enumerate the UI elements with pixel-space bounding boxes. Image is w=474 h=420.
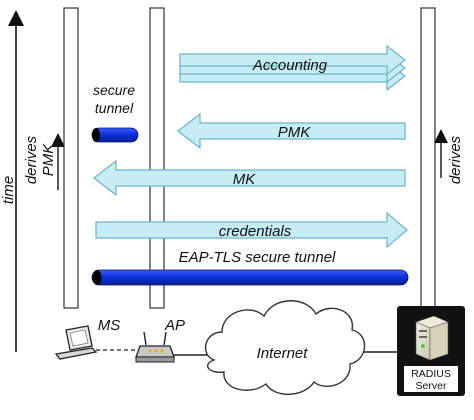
secure-tunnel-label-line2: tunnel bbox=[95, 100, 134, 116]
secure-tunnel-label-line1: secure bbox=[93, 82, 135, 98]
short-secure-tunnel bbox=[91, 127, 139, 143]
mk-arrow-label: MK bbox=[233, 171, 256, 188]
ms-pmk-label: PMK bbox=[40, 143, 57, 177]
ap-node-label: AP bbox=[164, 317, 185, 334]
internet-cloud bbox=[204, 300, 366, 395]
ms-node-label: MS bbox=[98, 317, 121, 334]
access-point-icon bbox=[135, 331, 175, 363]
server-lifeline bbox=[420, 7, 436, 309]
server-derives-label: derives bbox=[447, 135, 464, 184]
time-label: time bbox=[0, 176, 17, 204]
pmk-arrow bbox=[177, 112, 406, 150]
credentials-arrow bbox=[95, 211, 408, 249]
credentials-arrow-label: credentials bbox=[219, 223, 292, 240]
accounting-arrow bbox=[179, 44, 406, 92]
radius-server-label-line1: RADIUS bbox=[411, 368, 451, 380]
ms-lifeline bbox=[63, 7, 79, 309]
radius-server-box bbox=[397, 306, 465, 396]
ms-derives-label: derives bbox=[23, 135, 40, 184]
accounting-label: Accounting bbox=[252, 57, 328, 74]
eap-tls-secure-tunnel bbox=[91, 269, 409, 286]
laptop-icon bbox=[54, 325, 98, 360]
mk-arrow bbox=[93, 159, 406, 197]
server-icon bbox=[415, 315, 449, 361]
internet-label: Internet bbox=[257, 345, 309, 362]
pmk-arrow-label: PMK bbox=[278, 124, 312, 141]
ap-lifeline bbox=[149, 7, 165, 309]
eap-tls-tunnel-label: EAP-TLS secure tunnel bbox=[179, 249, 336, 266]
radius-server-label-line2: Server bbox=[416, 380, 447, 392]
